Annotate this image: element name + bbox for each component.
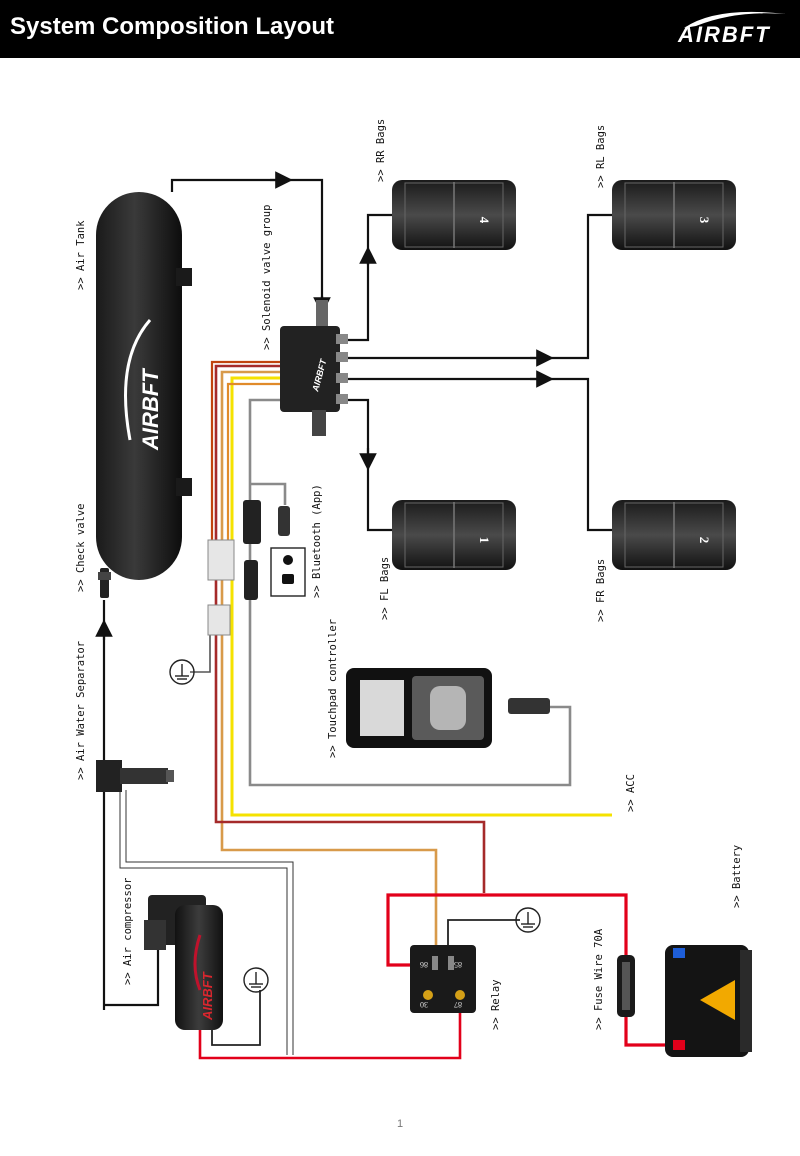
label-solenoid-valve-group: >> Solenoid valve group xyxy=(261,205,273,350)
tank-brand: AIRBFT xyxy=(138,368,163,451)
label-touchpad-controller: >> Touchpad controller xyxy=(327,619,339,758)
compressor-brand: AIRBFT xyxy=(200,971,215,1021)
label-relay: >> Relay xyxy=(490,979,502,1030)
battery-positive-terminal xyxy=(673,1040,685,1050)
brand-logo-swoosh xyxy=(684,11,786,28)
relay-pin-30: 30 xyxy=(420,1000,428,1009)
label-air-water-separator: >> Air Water Separator xyxy=(75,641,87,780)
android-icon xyxy=(282,574,294,584)
tank-swoosh xyxy=(124,319,152,441)
air-water-separator xyxy=(96,760,174,792)
fuse-wire xyxy=(617,955,635,1017)
label-air-tank: >> Air Tank xyxy=(75,220,87,290)
apple-icon xyxy=(283,555,293,565)
battery xyxy=(665,945,752,1057)
relay-pin-85: 85 xyxy=(454,960,462,969)
check-valve xyxy=(98,568,111,598)
wire-connector xyxy=(207,539,235,636)
relay: 86 85 30 87 xyxy=(410,945,476,1013)
rr-bag-number: 4 xyxy=(477,217,492,224)
label-rl-bags: >> RL Bags xyxy=(595,125,607,188)
page-title: System Composition Layout xyxy=(10,13,335,40)
relay-pin-86: 86 xyxy=(420,960,428,969)
label-fr-bags: >> FR Bags xyxy=(595,559,607,622)
air-lines xyxy=(95,171,612,1010)
air-tank: AIRBFT xyxy=(96,192,192,580)
system-diagram: AIRBFT AIRBFT xyxy=(75,119,752,1060)
fl-air-bag: 1 xyxy=(392,500,516,570)
label-battery: >> Battery xyxy=(731,845,743,908)
rl-air-bag: 3 xyxy=(612,180,736,250)
relay-pin-87: 87 xyxy=(454,1000,462,1009)
brand-logo: AIRBFT xyxy=(678,22,771,47)
wiring xyxy=(104,360,665,1060)
ground-icon xyxy=(515,907,541,933)
label-bluetooth: >> Bluetooth (App) xyxy=(311,484,323,598)
label-rr-bags: >> RR Bags xyxy=(375,119,387,182)
rl-bag-number: 3 xyxy=(697,217,712,224)
page-number: 1 xyxy=(396,1118,404,1130)
battery-negative-terminal xyxy=(673,948,685,958)
warning-icon xyxy=(700,980,735,1020)
rr-air-bag: 4 xyxy=(392,180,516,250)
bluetooth-module xyxy=(243,500,306,600)
solenoid-valve-group: AIRBFT xyxy=(280,300,348,436)
label-air-compressor: >> Air compressor xyxy=(122,878,134,985)
separator-drain-lines xyxy=(119,790,294,1055)
label-acc: >> ACC xyxy=(625,774,637,812)
label-fl-bags: >> FL Bags xyxy=(379,557,391,620)
ground-icon xyxy=(243,967,269,993)
fl-bag-number: 1 xyxy=(477,537,492,544)
label-fuse-wire: >> Fuse Wire 70A xyxy=(593,928,605,1030)
fr-air-bag: 2 xyxy=(612,500,736,570)
fr-bag-number: 2 xyxy=(697,537,712,544)
page-header: System Composition Layout AIRBFT xyxy=(0,0,800,58)
label-check-valve: >> Check valve xyxy=(75,503,87,592)
ground-icon xyxy=(169,659,195,685)
air-compressor: AIRBFT xyxy=(144,895,223,1030)
touchpad-controller xyxy=(346,668,550,748)
